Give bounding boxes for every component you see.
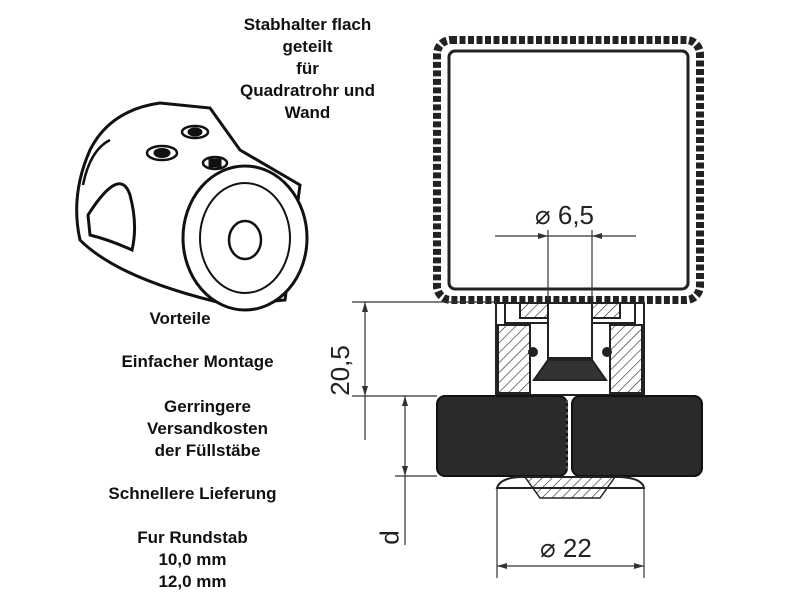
- advantage-item-shipping: Gerringere Versandkosten der Füllstäbe: [100, 396, 315, 462]
- advantages-heading: Vorteile: [149, 309, 211, 328]
- advantage-line: der Füllstäbe: [154, 441, 261, 460]
- rod-heading: Fur Rundstab: [137, 528, 248, 547]
- rod-info: Fur Rundstab 10,0 mm 12,0 mm: [100, 527, 285, 593]
- dim-outer-label: ⌀ 22: [540, 533, 592, 563]
- advantage-item-mounting: Einfacher Montage: [121, 352, 274, 371]
- dim-hole-label: ⌀ 6,5: [535, 200, 595, 230]
- advantage-line: Gerringere: [164, 397, 251, 416]
- title-line: für: [296, 59, 319, 78]
- round-rods: [436, 395, 703, 477]
- advantage-item-delivery: Schnellere Lieferung: [108, 484, 277, 503]
- title-line: Stabhalter flach: [243, 15, 372, 34]
- product-title: Stabhalter flach geteilt für Quadratrohr…: [200, 14, 415, 124]
- rod-size: 10,0 mm: [158, 550, 227, 569]
- dim-height-label: 20,5: [324, 345, 355, 396]
- holder-3d-illustration: [75, 101, 309, 312]
- square-tube: [433, 36, 704, 304]
- title-line: Quadratrohr und: [239, 81, 376, 100]
- holder-section: [495, 302, 645, 396]
- rod-size: 12,0 mm: [158, 572, 227, 591]
- advantage-line: Versandkosten: [147, 419, 268, 438]
- title-line: geteilt: [282, 37, 333, 56]
- dimension-arrows: [362, 233, 644, 569]
- dim-depth-label: d: [374, 530, 405, 545]
- title-line: Wand: [284, 103, 331, 122]
